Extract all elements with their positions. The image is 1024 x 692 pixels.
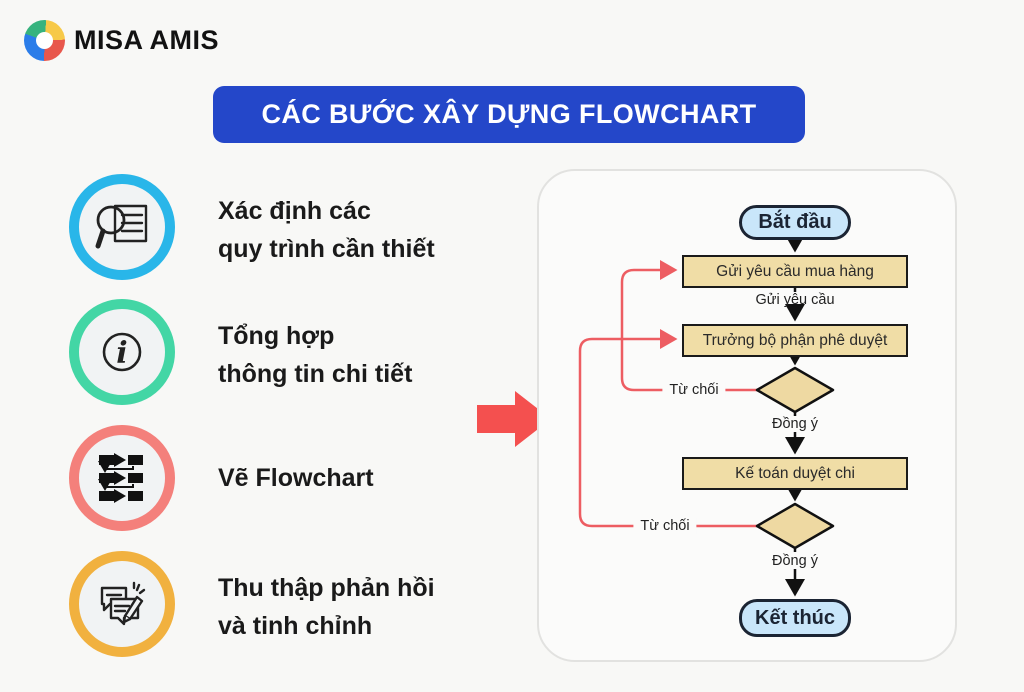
misa-logo-icon — [24, 20, 65, 61]
step-2-line-2: thông tin chi tiết — [218, 360, 413, 388]
svg-text:i: i — [116, 336, 127, 371]
edge-label-agree-2: Đồng ý — [772, 553, 818, 569]
step-4-icon-circle — [69, 551, 175, 657]
step-4-line-2: và tinh chỉnh — [218, 612, 373, 640]
chat-edit-icon — [100, 581, 146, 626]
step-1-icon-circle — [69, 174, 175, 280]
magnifier-document-icon — [95, 204, 148, 249]
step-2-line-1: Tổng hợp — [218, 322, 335, 350]
step-1-line-2: quy trình cần thiết — [218, 235, 435, 263]
step-4-line-1: Thu thập phản hồi — [218, 574, 435, 602]
step-1-line-1: Xác định các — [218, 197, 371, 225]
node-start: Bắt đầu — [739, 205, 851, 240]
step-2-text: Tổng hợp thông tin chi tiết — [218, 317, 412, 393]
page-title: CÁC BƯỚC XÂY DỰNG FLOWCHART — [213, 86, 805, 143]
node-process-3: Kế toán duyệt chi — [682, 457, 908, 490]
decision-2-diamond — [755, 502, 835, 550]
node-process-2: Trưởng bộ phận phê duyệt — [682, 324, 908, 357]
edge-label-request: Gửi yêu cầu — [755, 292, 835, 308]
step-3-icon-circle — [69, 425, 175, 531]
flowchart-icon — [98, 453, 143, 503]
step-1-text: Xác định các quy trình cần thiết — [218, 192, 435, 268]
edge-label-reject-1: Từ chối — [662, 382, 726, 398]
edge-label-agree-1: Đồng ý — [772, 416, 818, 432]
brand-name: MISA AMIS — [74, 25, 219, 55]
flowchart-connectors — [578, 235, 835, 597]
node-end: Kết thúc — [739, 599, 851, 637]
misa-logo-center — [36, 32, 53, 49]
info-icon: i — [102, 332, 142, 372]
flowchart-panel: Bắt đầu Gửi yêu cầu mua hàng Trưởng bộ p… — [537, 169, 957, 662]
decision-1-diamond — [755, 366, 835, 414]
node-process-1: Gửi yêu cầu mua hàng — [682, 255, 908, 288]
step-3-line-1: Vẽ Flowchart — [218, 464, 374, 492]
step-4-text: Thu thập phản hồi và tinh chỉnh — [218, 569, 435, 645]
big-right-arrow-icon — [477, 391, 551, 447]
brand-header: MISA AMIS — [24, 20, 219, 61]
step-2-icon-circle: i — [69, 299, 175, 405]
step-3-text: Vẽ Flowchart — [218, 459, 374, 497]
edge-label-reject-2: Từ chối — [633, 518, 697, 534]
